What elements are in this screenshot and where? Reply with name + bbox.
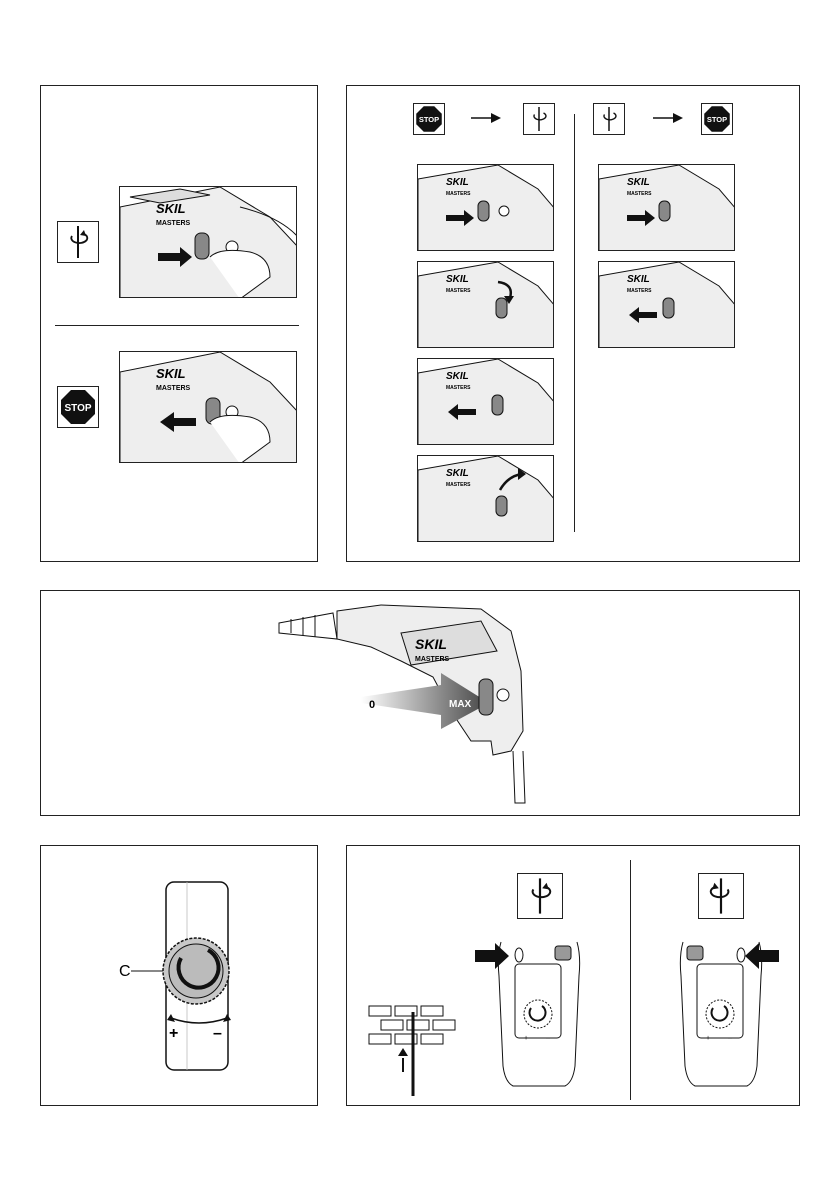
svg-text:STOP: STOP xyxy=(64,403,91,414)
panel-variable-speed: SKIL MASTERS 0 MAX xyxy=(40,590,800,816)
svg-text:–: – xyxy=(728,1035,732,1042)
column-divider xyxy=(574,114,575,532)
svg-text:MASTERS: MASTERS xyxy=(156,385,191,392)
drill-side-view: SKIL MASTERS 0 MAX xyxy=(278,604,526,804)
speed-min-label: 0 xyxy=(369,699,375,711)
rotation-counterclockwise-icon xyxy=(698,873,744,919)
column-divider xyxy=(630,860,631,1100)
panel-switch-on-off: SKIL MASTERS STOP SKIL MASTERS xyxy=(40,85,318,562)
step-press-trigger-locked: SKIL MASTERS xyxy=(598,164,735,251)
svg-text:MASTERS: MASTERS xyxy=(627,288,652,294)
speed-max-label: MAX xyxy=(449,699,472,710)
stop-icon: STOP xyxy=(61,390,95,424)
drill-illustration-off: SKIL MASTERS xyxy=(119,351,297,463)
plus-label: + xyxy=(169,1025,178,1042)
svg-text:SKIL: SKIL xyxy=(446,274,469,285)
panel-lock-sequence: STOP STOP SKIL MASTERS SKIL MASTERS SKIL MA… xyxy=(346,85,800,562)
minus-label: – xyxy=(213,1025,222,1042)
speed-dial-illustration: C + – xyxy=(119,881,231,1071)
step-disengage-lock: SKIL MASTERS xyxy=(417,455,554,542)
brand-sub: MASTERS xyxy=(415,656,450,663)
svg-text:MASTERS: MASTERS xyxy=(446,482,471,488)
panel-speed-dial: C + – xyxy=(40,845,318,1106)
svg-text:MASTERS: MASTERS xyxy=(627,191,652,197)
brand-sub: MASTERS xyxy=(156,220,191,227)
arrow-right-icon xyxy=(653,113,683,123)
svg-text:SKIL: SKIL xyxy=(446,468,469,479)
rotation-icon xyxy=(523,103,555,135)
svg-text:SKIL: SKIL xyxy=(627,274,650,285)
step-engage-lock: SKIL MASTERS xyxy=(417,261,554,348)
step-release-trigger: SKIL MASTERS xyxy=(417,358,554,445)
svg-text:SKIL: SKIL xyxy=(156,366,186,381)
svg-text:SKIL: SKIL xyxy=(446,177,469,188)
svg-text:SKIL: SKIL xyxy=(627,177,650,188)
brand-logo: SKIL xyxy=(415,636,447,652)
svg-text:+: + xyxy=(706,1035,710,1042)
rotation-clockwise-icon xyxy=(517,873,563,919)
step-press-trigger: SKIL MASTERS xyxy=(417,164,554,251)
svg-text:–: – xyxy=(546,1035,550,1042)
arrow-right-icon xyxy=(471,113,501,123)
svg-text:STOP: STOP xyxy=(707,115,727,124)
svg-text:STOP: STOP xyxy=(419,115,439,124)
direction-switch-illustration: + – + – xyxy=(368,941,779,1096)
svg-text:SKIL: SKIL xyxy=(446,371,469,382)
drill-illustration-on: SKIL MASTERS xyxy=(119,186,297,298)
panel-direction-switch: + – + – xyxy=(346,845,800,1106)
stop-icon-box: STOP xyxy=(413,103,445,135)
svg-text:+: + xyxy=(524,1035,528,1042)
svg-text:MASTERS: MASTERS xyxy=(446,288,471,294)
stop-icon-box: STOP xyxy=(57,386,99,428)
rotation-icon xyxy=(593,103,625,135)
svg-text:MASTERS: MASTERS xyxy=(446,385,471,391)
svg-text:MASTERS: MASTERS xyxy=(446,191,471,197)
stop-icon-box: STOP xyxy=(701,103,733,135)
callout-c: C xyxy=(119,963,131,980)
panel-divider xyxy=(55,325,299,326)
step-release-unlocked: SKIL MASTERS xyxy=(598,261,735,348)
brand-logo: SKIL xyxy=(156,201,186,216)
rotation-icon xyxy=(57,221,99,263)
